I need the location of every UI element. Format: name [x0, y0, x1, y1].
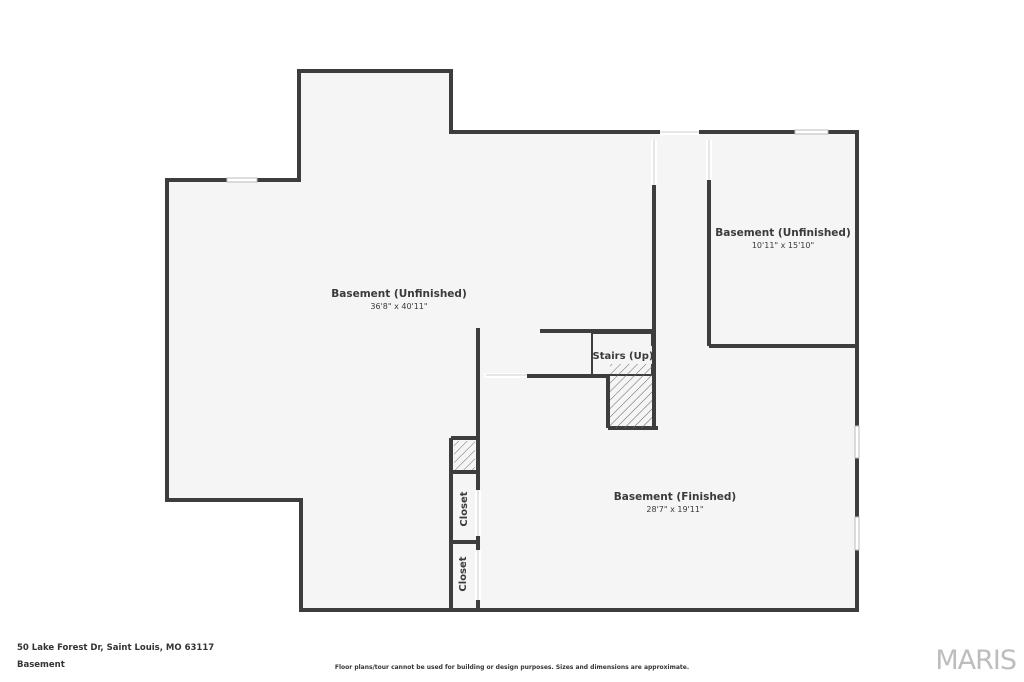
floor-level-label: Basement — [17, 660, 65, 670]
room-dimensions-main-basement: 36'8" x 40'11" — [370, 302, 427, 311]
property-address: 50 Lake Forest Dr, Saint Louis, MO 63117 — [17, 643, 215, 653]
room-dimensions-side-basement: 10'11" x 15'10" — [752, 241, 814, 250]
closet-label-upper: Closet — [459, 491, 470, 526]
stairs-label-bg — [594, 346, 652, 364]
disclaimer-text: Floor plans/tour cannot be used for buil… — [334, 664, 690, 671]
interior-walls — [449, 180, 857, 608]
opening-lines — [477, 131, 710, 600]
floor-area — [167, 71, 857, 610]
room-name-side-basement: Basement (Unfinished) — [715, 227, 851, 239]
closet-label-lower: Closet — [458, 556, 469, 591]
stairs-label: Stairs (Up) — [593, 351, 654, 362]
room-name-main-basement: Basement (Unfinished) — [331, 288, 467, 300]
room-dimensions-finished-basement: 28'7" x 19'11" — [646, 505, 703, 514]
outer-wall — [165, 69, 859, 612]
closet-hatch — [454, 441, 475, 470]
maris-logo: MARIS — [935, 645, 1017, 676]
stairs-hatch — [610, 348, 652, 428]
room-name-finished-basement: Basement (Finished) — [614, 491, 736, 503]
